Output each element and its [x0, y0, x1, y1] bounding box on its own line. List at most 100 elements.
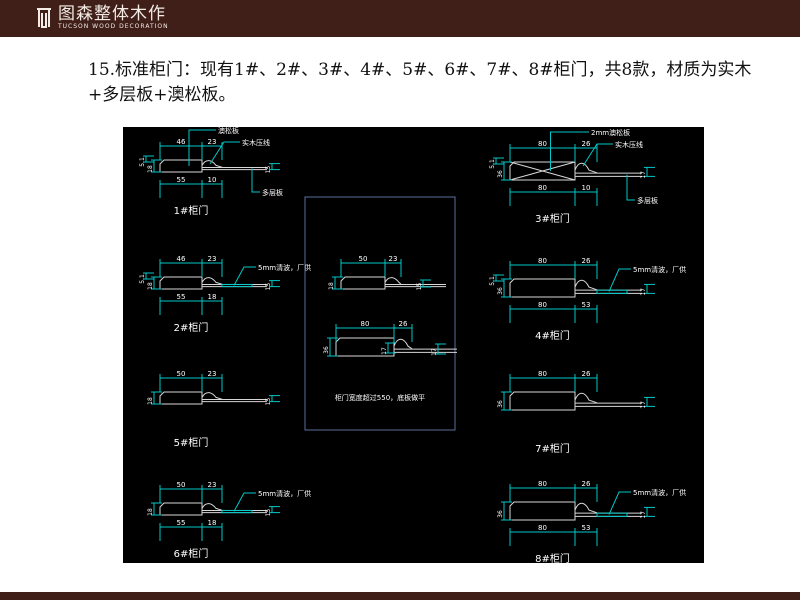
dimension-label: 10 [582, 184, 591, 192]
brand-name-en: TUCSON WOOD DECORATION [58, 23, 169, 30]
annotation-label: 5mm清波，厂供 [633, 265, 686, 274]
leader-line [233, 266, 256, 286]
detail-caption: 8#柜门 [535, 552, 570, 563]
dimension-label: 18 [147, 508, 154, 516]
glass-panel [596, 512, 628, 517]
dimension-label: 18 [147, 397, 154, 405]
frame-profile [159, 276, 203, 290]
dimension-label: 17 [640, 171, 647, 179]
annotation-label: 5mm清波，厂供 [258, 489, 311, 498]
molding-profile [574, 279, 598, 291]
dimension-label: 18 [147, 282, 154, 290]
annotation-label: 实木压线 [242, 138, 270, 147]
dimension-label: 26 [399, 320, 408, 328]
molding-profile [201, 503, 223, 511]
dimension-label: 50 [177, 481, 186, 489]
leader-line [582, 143, 613, 167]
dimension-label: 17 [640, 401, 647, 409]
frame-profile [340, 276, 386, 290]
dimension-label: 36 [497, 287, 504, 295]
molding-profile [384, 277, 402, 285]
dimension-label: 53 [582, 524, 591, 532]
leader-line [550, 131, 589, 171]
molding-profile [393, 338, 413, 350]
molding-profile [574, 162, 598, 174]
detail-caption: 6#柜门 [174, 547, 209, 560]
annotation-label: 2mm澳松板 [591, 128, 630, 137]
detail-caption: 7#柜门 [535, 442, 570, 455]
frame-profile [159, 502, 203, 516]
glass-panel [221, 283, 253, 288]
leader-line [233, 492, 256, 512]
dimension-label: 17 [381, 347, 388, 355]
leader-line [209, 141, 240, 165]
dimension-label: 80 [538, 370, 547, 378]
dimension-label: 18 [208, 293, 217, 301]
frame-profile [509, 501, 576, 521]
glass-panel [221, 509, 253, 514]
dimension-label: 80 [361, 320, 370, 328]
border-box [304, 196, 456, 431]
annotation-label: 多层板 [637, 196, 658, 205]
molding-profile [201, 160, 223, 168]
dimension-label: 36 [323, 346, 330, 354]
leader-line [626, 174, 635, 201]
detail-caption: 1#柜门 [174, 204, 209, 217]
leader-line [608, 268, 631, 292]
dimension-label: 15 [265, 166, 272, 174]
dimension-label: 50 [359, 255, 368, 263]
dimension-label: 26 [582, 480, 591, 488]
dimension-label: 18 [147, 165, 154, 173]
frame-profile [159, 159, 203, 173]
dimension-label: 50 [177, 370, 186, 378]
molding-profile [201, 392, 223, 400]
cross-hatch [509, 161, 576, 181]
dimension-label: 23 [208, 481, 217, 489]
leader-line [251, 168, 260, 193]
dimension-label: 53 [582, 301, 591, 309]
dimension-label: 15 [416, 283, 423, 291]
dimension-label: 80 [538, 524, 547, 532]
frame-profile [335, 337, 395, 357]
dimension-label: 10 [208, 176, 217, 184]
dimension-label: 18 [328, 282, 335, 290]
dimension-label: 17 [640, 511, 647, 519]
dimension-label: 55 [177, 519, 186, 527]
annotation-label: 实木压线 [615, 140, 643, 149]
slide-title: 15.标准柜门：现有1#、2#、3#、4#、5#、6#、7#、8#柜门，共8款，… [88, 60, 752, 105]
dimension-label: 15 [265, 509, 272, 517]
dimension-label: 23 [389, 255, 398, 263]
glass-panel [596, 289, 628, 294]
dimension-label: 17 [640, 288, 647, 296]
dimension-label: 5.1 [139, 274, 146, 284]
dimension-label: 26 [582, 257, 591, 265]
dimension-label: 36 [497, 400, 504, 408]
dimension-label: 80 [538, 480, 547, 488]
dimension-label: 36 [497, 510, 504, 518]
detail-caption: 4#柜门 [535, 329, 570, 342]
dimension-label: 46 [177, 255, 186, 263]
detail-caption: 2#柜门 [174, 321, 209, 334]
center-note: 柜门宽度超过550，底板做平 [335, 393, 425, 402]
dimension-label: 23 [208, 255, 217, 263]
leader-line [608, 491, 631, 515]
dimension-label: 18 [208, 519, 217, 527]
logo-mark-icon [37, 8, 51, 28]
brand-logo: 图森整体木作 TUCSON WOOD DECORATION [36, 5, 169, 31]
dimension-label: 46 [177, 138, 186, 146]
annotation-label: 5mm清波，厂供 [633, 488, 686, 497]
detail-caption: 3#柜门 [535, 212, 570, 225]
dimension-label: 5.1 [489, 276, 496, 286]
dimension-label: 15 [265, 283, 272, 291]
frame-profile [509, 161, 576, 181]
frame-profile [159, 391, 203, 405]
frame-profile [509, 278, 576, 298]
frame-profile [509, 391, 576, 411]
dimension-label: 55 [177, 176, 186, 184]
brand-name-cn: 图森整体木作 [58, 4, 166, 24]
